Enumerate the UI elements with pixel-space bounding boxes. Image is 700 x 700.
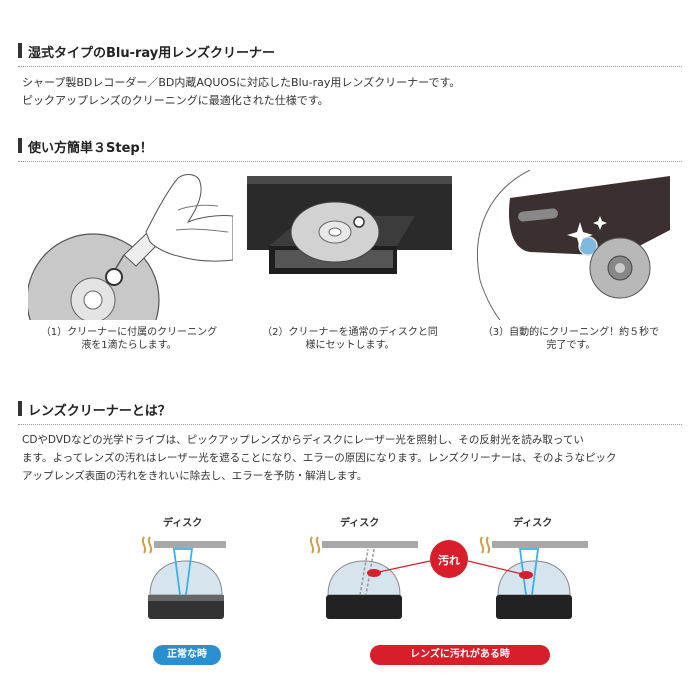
dirt-label: 汚れ [438, 554, 460, 567]
explanation-paragraph: CDやDVDなどの光学ドライブは、ピックアップレンズからディスクにレーザー光を照… [22, 431, 617, 485]
lens-base [326, 595, 402, 619]
lens-dome [149, 560, 223, 596]
step3-illustration [476, 170, 670, 320]
lens-shape [578, 236, 598, 256]
dirt-bubble [430, 540, 468, 578]
section-title-text: レンズクリーナーとは？ [28, 404, 171, 419]
dirty-state-badge: レンズに汚れがある時 [370, 645, 550, 665]
step1-caption: （1）クリーナーに付属のクリーニング 液を1滴たらします。 [40, 327, 218, 351]
sparkle-icon [567, 222, 593, 248]
explanation-line-1: CDやDVDなどの光学ドライブは、ピックアップレンズからディスクにレーザー光を照… [22, 434, 584, 446]
disc-bar [154, 541, 226, 548]
section-title-what-is-cleaner: レンズクリーナーとは？ [18, 400, 682, 425]
disk-label-dirty-left: ディスク [340, 518, 380, 529]
section-title-3-steps: 使い方簡単３Step！ [18, 137, 682, 162]
step3-caption: （3）自動的にクリーニング！約５秒で 完了です。 [482, 327, 660, 351]
intro-line-2: ピックアップレンズのクリーニングに最適化された仕様です。 [22, 94, 329, 107]
lens-dome [327, 560, 401, 596]
section-title-wet-cleaner: 湿式タイプのBlu-ray用レンズクリーナー [18, 42, 682, 67]
laser-beam [172, 548, 194, 596]
lens-diagram [141, 536, 588, 619]
step2-caption: （2）クリーナーを通常のディスクと同 様にセットします。 [262, 327, 438, 351]
disc-bar [322, 541, 418, 548]
pickup-arm [508, 176, 670, 256]
step1-illustration [28, 174, 233, 320]
normal-state-badge: 正常な時 [153, 645, 221, 665]
disk-label-normal: ディスク [163, 518, 203, 529]
step2-illustration [247, 176, 452, 274]
explanation-line-3: アップレンズ表面の汚れをきれいに除去し、エラーを予防・解消します。 [22, 470, 368, 482]
section-title-text: 湿式タイプのBlu-ray用レンズクリーナー [28, 46, 276, 61]
hand-shape [145, 174, 233, 262]
lens-base [496, 595, 572, 619]
intro-line-1: シャープ製BDレコーダー／BD内蔵AQUOSに対応したBlu-ray用レンズクリ… [22, 76, 461, 89]
section-title-text: 使い方簡単３Step！ [28, 141, 153, 156]
cleaner-pad [105, 268, 123, 286]
disc-bar [492, 541, 588, 548]
sparkle-icon [593, 216, 607, 230]
disk-label-dirty-right: ディスク [513, 518, 553, 529]
explanation-line-2: ます。よってレンズの汚れはレーザー光を遮ることになり、エラーの原因になります。レ… [22, 452, 617, 464]
intro-paragraph: シャープ製BDレコーダー／BD内蔵AQUOSに対応したBlu-ray用レンズクリ… [22, 74, 460, 110]
